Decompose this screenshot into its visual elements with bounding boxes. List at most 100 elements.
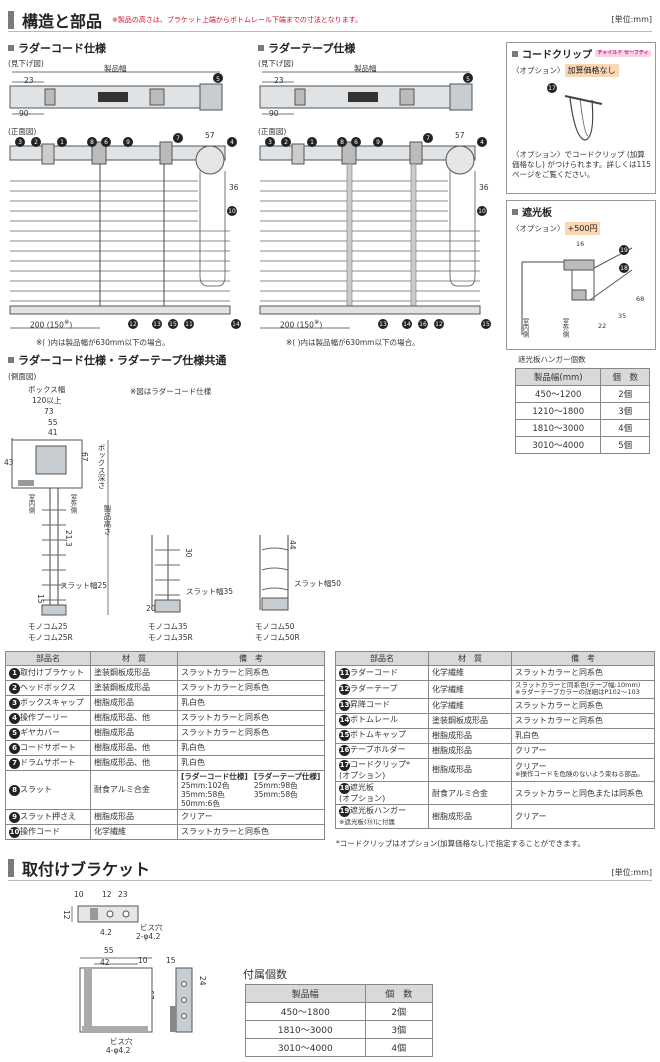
bracket-dim-42: 42 xyxy=(100,958,110,967)
bracket-screw1b: 2-φ4.2 xyxy=(136,932,161,941)
table-cell: 3個 xyxy=(364,1020,434,1039)
part-remarks: スラットカラーと同系色 xyxy=(177,824,325,840)
shade-dim-16: 16 xyxy=(576,240,585,248)
part-remarks: クリアー xyxy=(511,742,655,759)
part-remarks: 乳白色 xyxy=(511,727,655,744)
svg-text:8: 8 xyxy=(340,139,344,146)
shade-outdoor: 室外側 xyxy=(561,318,569,338)
common-dim-21-3: 21.3 xyxy=(64,530,73,547)
part-material: 耐食アルミ合金 xyxy=(90,770,178,810)
remark-subnote: ※ラダーテープカラーの詳細はP102～103 xyxy=(515,688,640,697)
part-name: 17コードクリップ*(オプション) xyxy=(335,757,429,783)
col-remarks: 備 考 xyxy=(177,651,325,666)
cord-clip-title: コードクリップ チャイルド セーフティ xyxy=(512,46,651,61)
common-dim-15: 15 xyxy=(36,594,45,604)
svg-text:6: 6 xyxy=(104,139,108,146)
page-title: 構造と部品 xyxy=(22,12,103,31)
bracket-screw2: ビス穴 xyxy=(110,1037,133,1046)
table-cell: 5個 xyxy=(600,436,650,454)
common-dim-44: 44 xyxy=(288,540,297,550)
svg-text:19: 19 xyxy=(620,247,628,254)
table-cell: 1810～3000 xyxy=(245,1020,366,1039)
bracket-dim-4-2a: 4.2 xyxy=(100,928,112,937)
svg-text:9: 9 xyxy=(126,139,130,146)
part-number-badge: 6 xyxy=(9,742,20,754)
col-remarks: 備 考 xyxy=(511,651,655,666)
part-name: 14ボトムレール xyxy=(335,712,429,729)
part-material: 耐食アルミ合金 xyxy=(428,781,512,806)
part-remarks: スラットカラーと同系色 xyxy=(177,710,325,726)
svg-text:2: 2 xyxy=(284,139,288,146)
svg-text:8: 8 xyxy=(90,139,94,146)
common-slat35: スラット幅35 xyxy=(186,587,234,596)
slat-cord-colors: [ラダーコード仕様] 25mm:102色 35mm:58色 50mm:6色 xyxy=(181,772,248,808)
part-remarks: スラットカラーと同系色 xyxy=(511,712,655,729)
part-number-badge: 4 xyxy=(9,712,20,724)
part-remarks: スラットカラーと同系色 xyxy=(177,665,325,681)
cord-clip-price: 加算価格なし xyxy=(564,64,619,77)
part-name: 10操作コード xyxy=(5,824,91,840)
svg-text:1: 1 xyxy=(60,139,64,146)
ladder-cord-dim-90: 90 xyxy=(19,109,29,118)
part-number-badge: 10 xyxy=(9,826,20,838)
bracket-dim-55: 55 xyxy=(104,946,114,955)
svg-text:10: 10 xyxy=(478,208,486,215)
slat-tape-line: 25mm:98色 xyxy=(253,781,298,790)
parts-right-header: 部品名 材 質 備 考 xyxy=(335,651,655,666)
bracket-header-bar xyxy=(8,859,14,877)
part-material: 化学繊維 xyxy=(428,680,512,699)
common-side-view: (側面図) xyxy=(8,372,37,381)
shade-plate-title: 遮光板 xyxy=(512,204,552,219)
ladder-tape-view-bottom: (見下げ図) xyxy=(258,59,294,68)
svg-text:13: 13 xyxy=(153,321,161,328)
part-number-badge: 2 xyxy=(9,682,20,694)
parts-footnote: *コードクリップはオプション(加算価格なし)で指定することができます。 xyxy=(336,839,585,848)
part-remarks: 乳白色 xyxy=(177,755,325,771)
bracket-dim-23: 23 xyxy=(118,890,128,899)
ladder-cord-diagram: 5 3 2 1 8 6 9 7 4 10 12 13 15 11 14 xyxy=(9,71,241,329)
common-dim-55: 55 xyxy=(48,418,58,427)
part-remarks: スラットカラーと同系色 xyxy=(511,697,655,714)
common-note: ※図はラダーコード仕様 xyxy=(130,387,212,396)
svg-text:4: 4 xyxy=(230,139,234,146)
ladder-tape-product-width: 製品幅 xyxy=(354,64,377,73)
part-remarks: スラットカラーと同系色(テープ幅:10mm)※ラダーテープカラーの詳細はP102… xyxy=(511,680,655,699)
part-material: 樹脂成形品、他 xyxy=(90,710,178,726)
header-unit: [単位:mm] xyxy=(611,15,652,24)
bracket-col-count: 個 数 xyxy=(364,984,434,1003)
ladder-tape-dim-57: 57 xyxy=(455,131,465,140)
svg-text:16: 16 xyxy=(419,321,427,328)
bracket-diagram xyxy=(71,905,193,1033)
part-material: 化学繊維 xyxy=(428,665,512,681)
part-remarks: 乳白色 xyxy=(177,695,325,711)
part-material: 化学繊維 xyxy=(428,697,512,714)
part-name-sub: ※遮光板(⑱)に付属 xyxy=(339,818,396,827)
hanger-col-width: 製品幅(mm) xyxy=(514,368,602,386)
part-remarks: スラットカラーと同系色 xyxy=(177,680,325,696)
common-slat50: スラット幅50 xyxy=(294,579,342,588)
part-remarks: クリアー※操作コードを危険のないよう束ねる部品。 xyxy=(511,757,655,783)
common-dim-73: 73 xyxy=(44,407,54,416)
col-material: 材 質 xyxy=(90,651,178,666)
part-number-badge: 17 xyxy=(339,759,350,771)
part-name: 15ボトムキャップ xyxy=(335,727,429,744)
slat-tape-line: 35mm:58色 xyxy=(253,790,298,799)
part-material: 塗装鋼板成形品 xyxy=(90,665,178,681)
svg-text:7: 7 xyxy=(176,135,180,142)
part-material: 樹脂成形品 xyxy=(428,742,512,759)
part-name-sub: (オプション) xyxy=(339,770,386,780)
table-cell: 3個 xyxy=(600,402,650,420)
header-note: ※製品の高さは、ブラケット上端からボトムレール下端までの寸法となります。 xyxy=(112,16,362,24)
part-material: 樹脂成形品 xyxy=(428,727,512,744)
part-number-badge: 9 xyxy=(9,811,20,823)
part-material: 樹脂成形品 xyxy=(90,725,178,741)
ladder-cord-note: ※( )内は製品幅が630mm以下の場合。 xyxy=(36,338,170,347)
